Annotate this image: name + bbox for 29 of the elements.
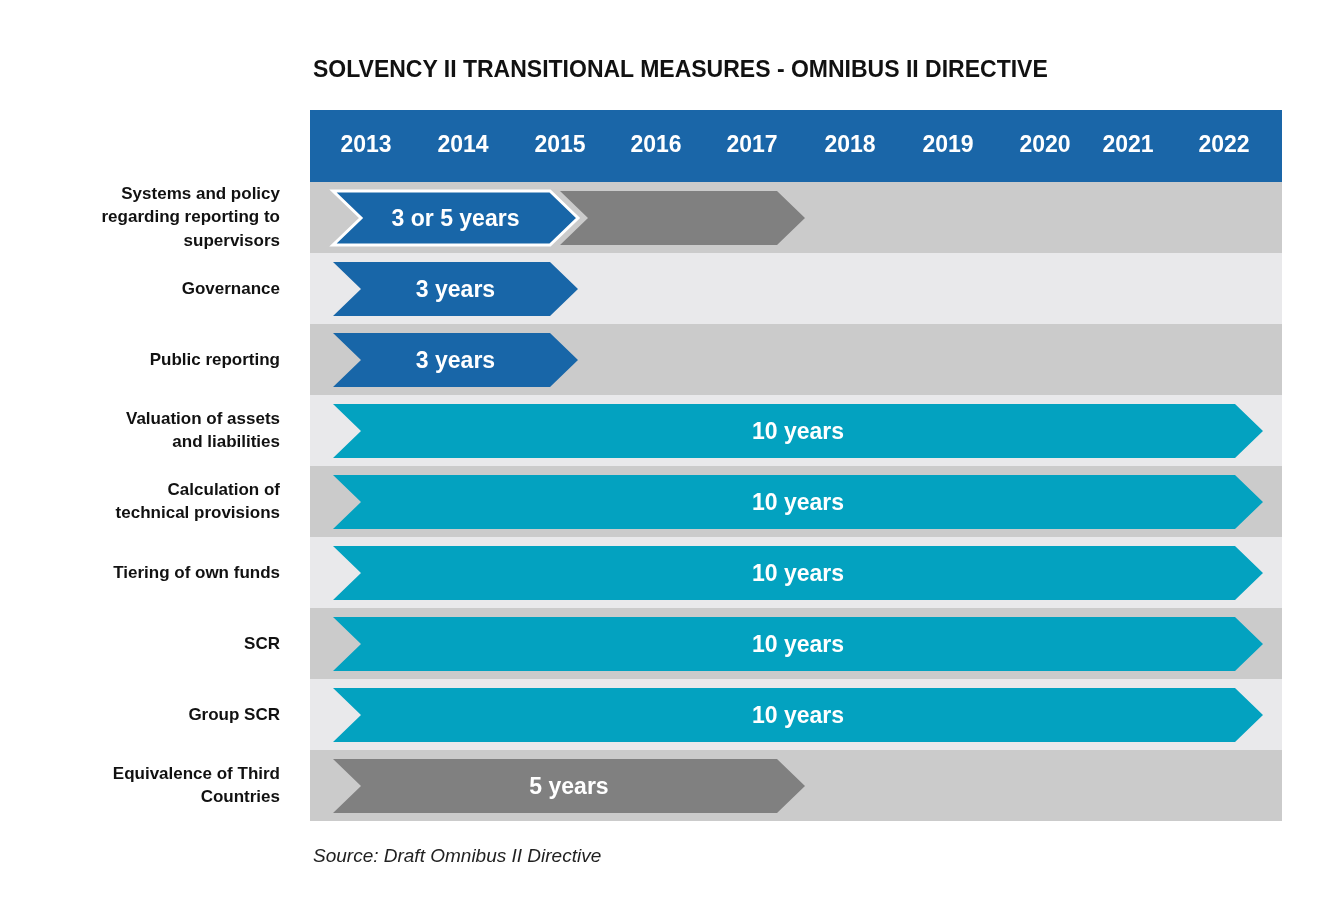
duration-label: 10 years xyxy=(751,701,845,729)
year-label: 2022 xyxy=(1198,131,1250,158)
year-label: 2020 xyxy=(1019,131,1071,158)
year-label: 2021 xyxy=(1102,131,1154,158)
year-label: 2017 xyxy=(726,131,778,158)
year-label: 2015 xyxy=(534,131,586,158)
year-label: 2014 xyxy=(437,131,489,158)
row-label: Governance xyxy=(180,277,280,300)
duration-label: 10 years xyxy=(751,417,845,445)
row-label: Equivalence of Third Countries xyxy=(111,762,280,809)
row-label: Public reporting xyxy=(148,348,280,371)
row-label: Calculation of technical provisions xyxy=(114,478,280,525)
duration-label: 10 years xyxy=(751,630,845,658)
chart-title: SOLVENCY II TRANSITIONAL MEASURES - OMNIBUS II DIRECTIVE xyxy=(313,56,1048,83)
duration-label: 3 years xyxy=(415,346,496,374)
row-label: Group SCR xyxy=(187,703,280,726)
row-label: SCR xyxy=(243,632,280,655)
source-caption: Source: Draft Omnibus II Directive xyxy=(313,845,602,867)
year-label: 2019 xyxy=(922,131,974,158)
row-label: Valuation of assets and liabilities xyxy=(125,407,280,454)
row-label: Systems and policy regarding reporting to supervisors xyxy=(100,182,280,253)
year-label: 2018 xyxy=(824,131,876,158)
duration-label: 10 years xyxy=(751,488,845,516)
duration-label: 5 years xyxy=(529,772,609,800)
duration-label: 10 years xyxy=(751,559,845,587)
row-label: Tiering of own funds xyxy=(112,561,280,584)
year-label: 2013 xyxy=(340,131,392,158)
duration-label: 3 years xyxy=(415,275,496,303)
year-label: 2016 xyxy=(630,131,682,158)
